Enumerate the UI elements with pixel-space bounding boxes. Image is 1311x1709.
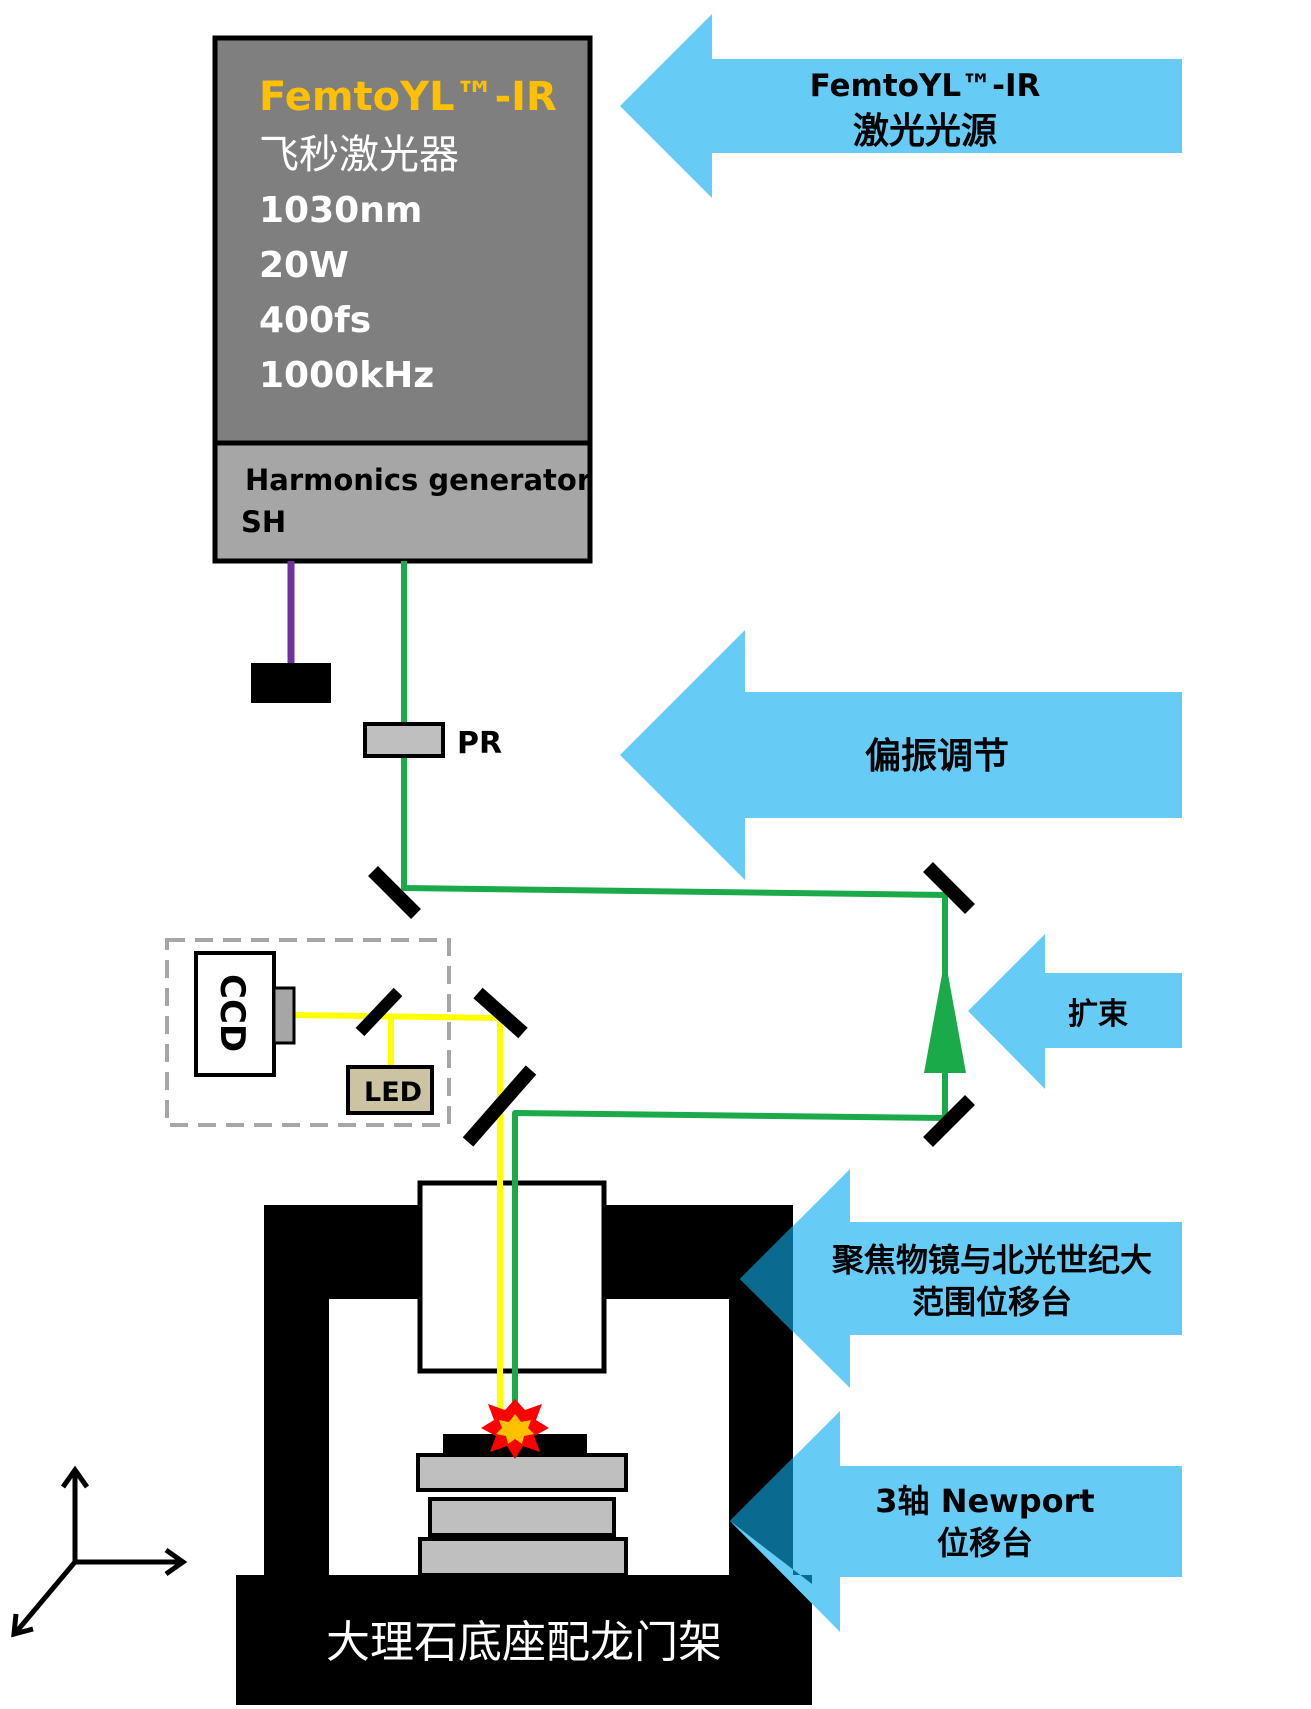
harmonics-sh-label: SH: [241, 505, 286, 539]
beam-dump: [251, 663, 331, 703]
callout-source-subtitle: 激光光源: [853, 111, 997, 152]
green-beam-path: [401, 561, 966, 1420]
polarization-rotator: [363, 722, 445, 758]
callout-polarization-label: 偏振调节: [865, 736, 1009, 777]
beam-splitter: [355, 987, 403, 1037]
mirror-2: [923, 862, 975, 914]
ccd-label: CCD: [212, 974, 252, 1052]
laser-source: FemtoYL™-IR 飞秒激光器 1030nm 20W 400fs 1000k…: [212, 35, 593, 564]
callout-beam-expansion: 扩束: [968, 934, 1182, 1089]
arrow-overlap: [730, 1458, 812, 1584]
stage-axis-y: [428, 1497, 616, 1537]
focal-spark-icon: [481, 1399, 549, 1459]
laser-body: [212, 35, 593, 446]
arrow-shape: [968, 934, 1182, 1089]
harmonics-label: Harmonics generator: [245, 463, 592, 497]
laser-spec-power: 20W: [259, 245, 349, 286]
callout-polarization: 偏振调节: [620, 630, 1182, 880]
beam-expander-arrow: [924, 958, 966, 1073]
dichroic-mirror: [462, 1065, 537, 1147]
laser-spec-rate: 1000kHz: [259, 355, 434, 396]
arrow-overlap: [740, 1226, 793, 1332]
callout-laser-source: FemtoYL™-IR 激光光源: [620, 14, 1182, 198]
newport-stage: [416, 1434, 628, 1577]
ccd-lens: [272, 986, 296, 1045]
stage-axis-x: [418, 1537, 628, 1577]
mirror-1: [368, 866, 421, 919]
arrow-shape: [620, 630, 1182, 880]
mirror-3: [923, 1095, 975, 1147]
callout-objective-line1: 聚焦物镜与北光世纪大: [831, 1241, 1152, 1279]
pr-label: PR: [457, 726, 502, 761]
callout-source-title: FemtoYL™-IR: [810, 68, 1041, 104]
mirror-4: [473, 987, 528, 1039]
laser-spec-type: 飞秒激光器: [259, 132, 459, 178]
callout-expansion-label: 扩束: [1068, 997, 1128, 1032]
laser-spec-wavelength: 1030nm: [259, 190, 422, 231]
ccd-camera: [194, 951, 276, 1077]
led-source: [346, 1065, 434, 1115]
callout-objective-line2: 范围位移台: [912, 1283, 1072, 1321]
arrow-shape: [740, 1169, 1182, 1388]
imaging-module-frame: [165, 938, 451, 1127]
callout-objective: 聚焦物镜与北光世纪大 范围位移台: [740, 1169, 1182, 1388]
spark-inner: [496, 1414, 534, 1444]
gantry-frame: [264, 1205, 793, 1575]
laser-title: FemtoYL™-IR: [259, 74, 557, 120]
mirrors: [355, 862, 975, 1147]
callout-stage-line1: 3轴 Newport: [875, 1482, 1094, 1520]
base-label: 大理石底座配龙门架: [326, 1617, 722, 1668]
callout-stage-line2: 位移台: [937, 1524, 1033, 1562]
marble-base: [236, 1575, 812, 1705]
laser-spec-pulse: 400fs: [259, 300, 371, 341]
arrow-shape: [730, 1411, 1182, 1632]
stage-axis-z: [416, 1453, 628, 1492]
coordinate-axes-icon: [11, 1465, 188, 1638]
harmonics-generator-box: [212, 440, 593, 564]
led-label: LED: [364, 1077, 422, 1108]
callout-stage: 3轴 Newport 位移台: [730, 1411, 1182, 1632]
arrow-shape: [620, 14, 1182, 198]
